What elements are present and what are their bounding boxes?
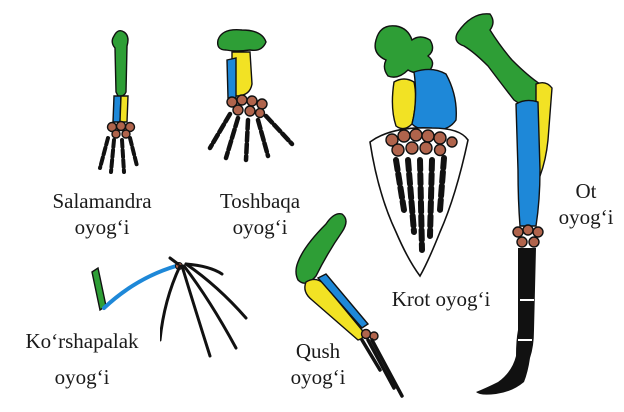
bat-forearm	[104, 266, 176, 308]
label-ot-line1: Ot	[548, 178, 624, 204]
salamander-digits	[100, 138, 137, 172]
label-salamandra-line2: oyog‘i	[32, 214, 172, 240]
salamander-carpals	[108, 122, 135, 139]
salamander-humerus	[112, 31, 128, 97]
mole-radius	[412, 69, 456, 130]
label-ot-line2: oyog‘i	[548, 204, 624, 230]
turtle-radius	[227, 58, 236, 98]
label-qush-line1: Qush	[270, 338, 366, 364]
horse-cannon-and-hoof	[476, 248, 536, 395]
label-krot: Krot oyog‘i	[376, 286, 506, 312]
label-korshapalak: Ko‘rshapalak oyog‘i	[4, 328, 160, 390]
label-krot-line1: Krot oyog‘i	[376, 286, 506, 312]
label-toshbaqa: Toshbaqa oyog‘i	[200, 188, 320, 240]
bat-digits	[160, 258, 246, 356]
bird-digits	[362, 340, 402, 396]
label-salamandra-line1: Salamandra	[32, 188, 172, 214]
label-salamandra: Salamandra oyog‘i	[32, 188, 172, 240]
mole-limb	[370, 26, 468, 276]
bat-humerus	[92, 268, 106, 310]
label-ot: Ot oyog‘i	[548, 178, 624, 230]
turtle-limb	[210, 30, 292, 160]
turtle-digits	[210, 114, 292, 160]
label-qush: Qush oyog‘i	[270, 338, 366, 390]
label-korshapalak-line2: oyog‘i	[4, 364, 160, 390]
salamander-limb	[100, 31, 137, 172]
horse-radius	[516, 100, 540, 226]
label-korshapalak-line1: Ko‘rshapalak	[4, 328, 160, 354]
horse-carpals	[513, 225, 543, 247]
horse-humerus	[456, 14, 544, 106]
horse-limb	[456, 14, 552, 395]
turtle-humerus	[218, 30, 266, 51]
turtle-carpals	[227, 95, 267, 118]
label-qush-line2: oyog‘i	[270, 364, 366, 390]
salamander-ulna	[120, 96, 128, 122]
label-toshbaqa-line1: Toshbaqa	[200, 188, 320, 214]
label-toshbaqa-line2: oyog‘i	[200, 214, 320, 240]
